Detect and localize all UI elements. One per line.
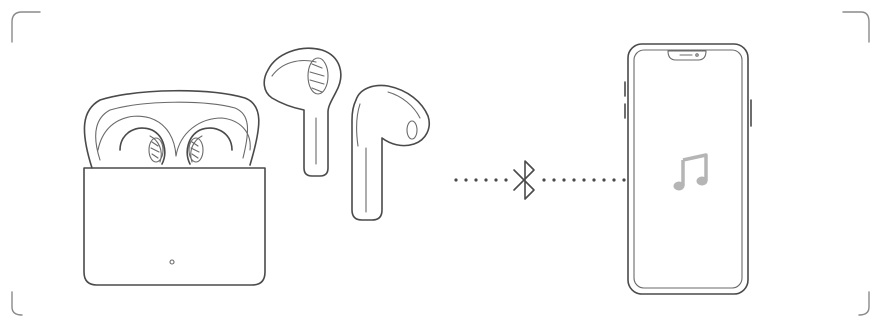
smartphone bbox=[625, 44, 751, 294]
earbud-left bbox=[264, 48, 341, 176]
dotted-line-right bbox=[542, 178, 625, 181]
charging-case bbox=[84, 91, 265, 285]
bluetooth-icon bbox=[514, 161, 534, 199]
corner-frame bbox=[12, 12, 869, 315]
earbud-right bbox=[352, 86, 429, 220]
dotted-line-left bbox=[454, 178, 507, 181]
bluetooth-link bbox=[454, 161, 625, 199]
music-note-icon bbox=[674, 155, 708, 191]
